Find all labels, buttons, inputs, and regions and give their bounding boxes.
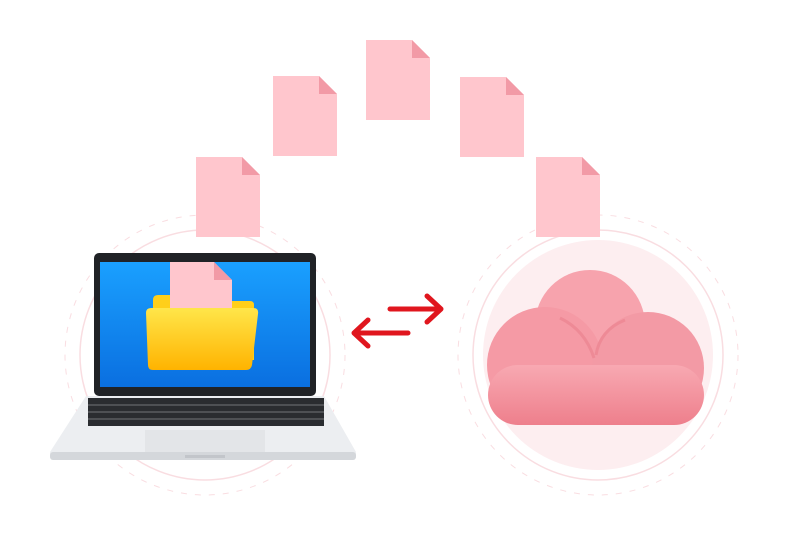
document-icon xyxy=(273,76,337,156)
document-icon xyxy=(196,157,260,237)
document-icon xyxy=(366,40,430,120)
folder-icon xyxy=(146,262,259,370)
transfer-arrows-icon xyxy=(351,293,444,349)
document-icon xyxy=(460,77,524,157)
cloud-icon xyxy=(487,270,704,425)
document-icon xyxy=(536,157,600,237)
